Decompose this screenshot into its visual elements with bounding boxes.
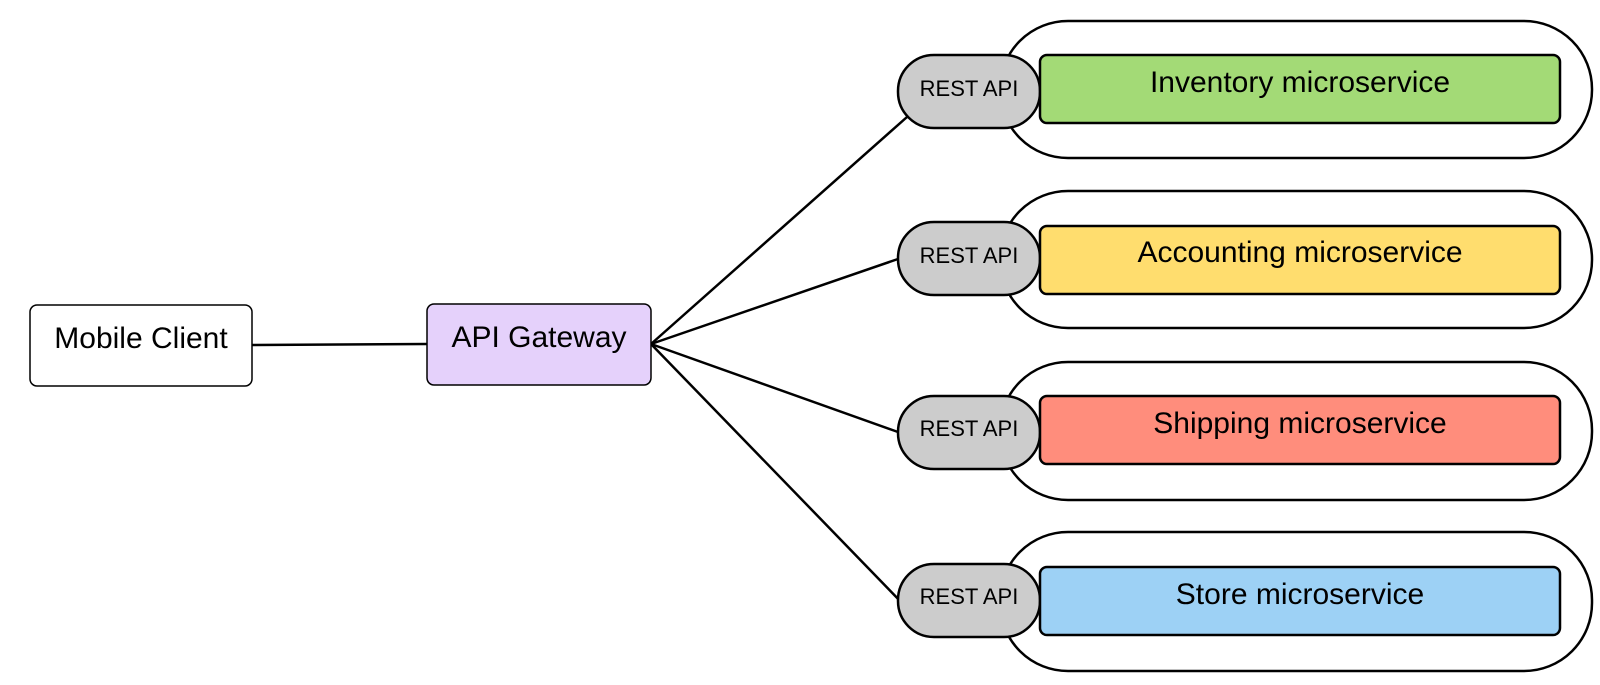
- service-group-store: REST API Store microservice: [896, 530, 1594, 673]
- rest-api-label-shipping: REST API: [920, 416, 1019, 441]
- service-label-inventory: Inventory microservice: [1150, 66, 1450, 99]
- service-box-shipping[interactable]: [1038, 394, 1562, 466]
- api-gateway-box: [426, 303, 652, 386]
- mobile-client-box: [29, 304, 253, 387]
- rest-api-label-inventory: REST API: [920, 76, 1019, 101]
- api-gateway-node[interactable]: API Gateway: [426, 303, 652, 386]
- rest-api-label-accounting: REST API: [920, 243, 1019, 268]
- connector-gateway-inventory: [650, 116, 908, 345]
- mobile-client-node[interactable]: Mobile Client: [29, 304, 253, 387]
- connector-client-gateway: [249, 342, 428, 347]
- service-label-shipping: Shipping microservice: [1153, 407, 1446, 440]
- service-label-store: Store microservice: [1176, 578, 1424, 611]
- service-box-accounting[interactable]: [1038, 224, 1562, 296]
- service-box-inventory[interactable]: [1038, 53, 1562, 125]
- api-gateway-label: API Gateway: [451, 321, 626, 354]
- rest-api-label-store: REST API: [920, 584, 1019, 609]
- service-box-store[interactable]: [1038, 565, 1562, 637]
- connector-gateway-accounting: [650, 257, 899, 346]
- service-group-accounting: REST API Accounting microservice: [896, 189, 1594, 330]
- service-label-accounting: Accounting microservice: [1137, 236, 1462, 269]
- service-group-shipping: REST API Shipping microservice: [896, 360, 1594, 502]
- connector-gateway-shipping: [650, 342, 899, 434]
- mobile-client-label: Mobile Client: [54, 322, 228, 355]
- connector-gateway-store: [650, 343, 905, 606]
- service-group-inventory: REST API Inventory microservice: [896, 19, 1594, 160]
